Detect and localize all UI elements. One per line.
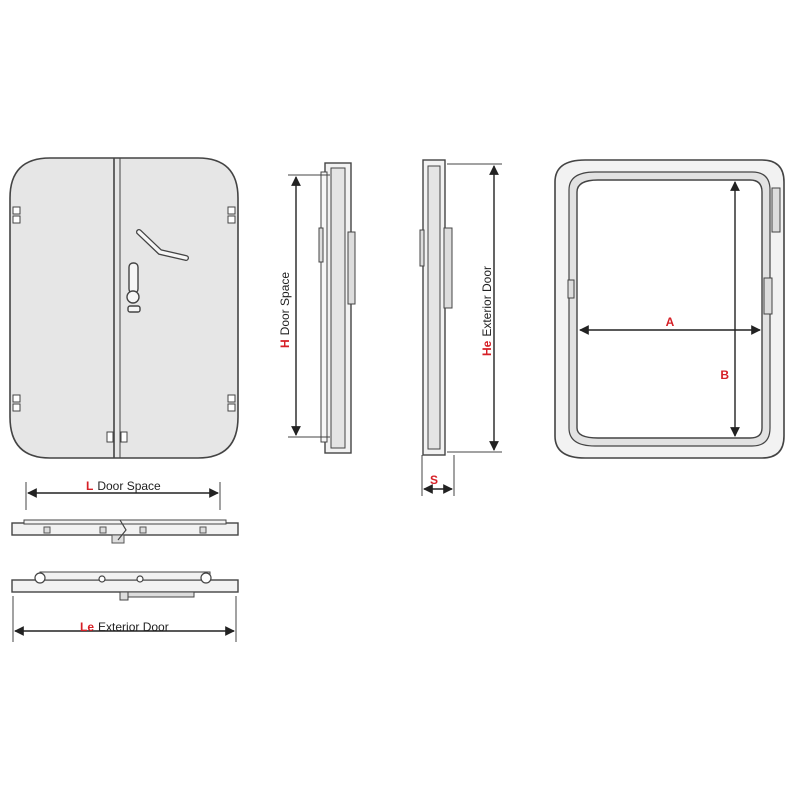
thickness-label: S: [430, 473, 438, 487]
opening-height-label: B: [720, 368, 729, 382]
hinge-icons: [12, 206, 236, 443]
side-view-exterior: [419, 159, 502, 496]
lock-handle: [126, 262, 141, 313]
frame-view: [554, 159, 785, 459]
top-view-exterior: [11, 571, 239, 642]
top-view-door-space: [11, 482, 239, 544]
front-view-door: [9, 157, 239, 459]
exterior-height-label: HeExterior Door: [480, 266, 494, 356]
frame-opening: [576, 179, 763, 439]
opening-width-label: A: [666, 315, 675, 329]
side-view-door-space: [288, 162, 356, 454]
door-space-height-label: HDoor Space: [278, 272, 292, 348]
